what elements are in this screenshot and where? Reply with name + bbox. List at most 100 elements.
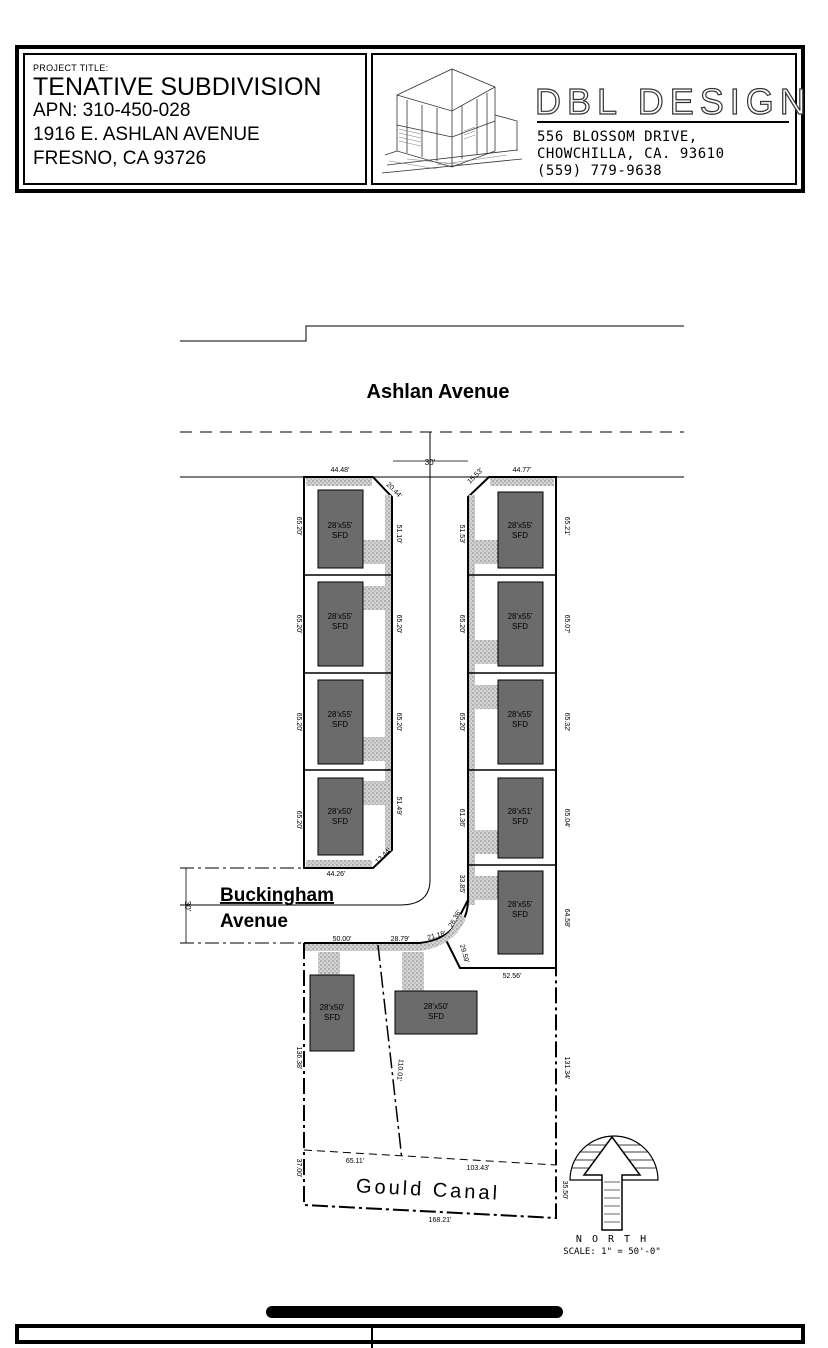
firm-panel: DBL DESIGN 556 BLOSSOM DRIVE, CHOWCHILLA…	[371, 53, 806, 185]
north-label: N O R T H	[576, 1234, 648, 1245]
dim-right-lot5-outer: 64.58'	[563, 909, 570, 928]
project-address-line2: FRESNO, CA 93726	[33, 148, 207, 169]
buckingham-width-dim: 30'	[183, 901, 192, 912]
south-divider-line	[377, 944, 403, 1161]
dim-left-lot4-inner: 51.49'	[395, 797, 402, 816]
title-block: PROJECT TITLE: TENATIVE SUBDIVISION APN:…	[15, 45, 806, 193]
dim-left-bottom-corner: 13.44'	[374, 847, 392, 865]
dim-south-mid-line: 110.01'	[395, 1059, 404, 1082]
driveway	[475, 876, 498, 900]
dim-right-lot1-outer: 65.21'	[563, 517, 570, 536]
driveway	[318, 952, 340, 975]
interior-road-centerline	[180, 432, 431, 906]
dim-canal-seg2: 103.43'	[467, 1165, 490, 1172]
building-type: SFD	[428, 1012, 444, 1021]
driveway	[363, 540, 385, 564]
building-type: SFD	[332, 720, 348, 729]
dim-top-right-width: 44.77'	[513, 467, 532, 474]
building-footprint	[497, 870, 544, 955]
building-type: SFD	[324, 1013, 340, 1022]
dim-left-lot2-outer: 65.20'	[295, 615, 302, 634]
lot-right-3: 28'x55' SFD	[497, 679, 544, 765]
lot-left-3: 28'x55' SFD	[317, 679, 364, 765]
building-size: 28'x51'	[508, 807, 533, 816]
dim-right-lot1-inner: 51.53'	[458, 525, 465, 544]
dim-right-lot5-inner: 33.85'	[458, 875, 465, 894]
dim-canal-seg1: 65.11'	[346, 1158, 364, 1165]
lot-south-1: 28'x50' SFD	[309, 974, 355, 1052]
dim-south-frontage1: 50.00'	[333, 936, 352, 943]
dim-right-lot3-outer: 65.32'	[563, 713, 570, 732]
building-type: SFD	[512, 817, 528, 826]
scale-label: SCALE: 1" = 50'-0"	[563, 1247, 661, 1257]
gould-canal-label: Gould Canal	[355, 1175, 500, 1205]
buckingham-label-line2: Avenue	[220, 911, 288, 932]
logo-rule	[537, 121, 789, 123]
driveway	[402, 952, 424, 992]
lot-right-1: 28'x55' SFD	[497, 491, 544, 569]
driveway	[475, 540, 498, 564]
driveway	[475, 685, 498, 709]
building-size: 28'x55'	[508, 612, 533, 621]
driveway	[475, 830, 498, 854]
south-parcel-outline	[303, 943, 557, 1220]
building-footprint	[317, 679, 364, 765]
dim-south-right-depth: 131.34'	[563, 1057, 570, 1080]
ashlan-north-edge	[180, 325, 684, 342]
building-footprint	[317, 777, 364, 856]
building-footprint	[497, 581, 544, 667]
left-bottom-sidewalk	[306, 860, 372, 867]
building-size: 28'x55'	[328, 710, 353, 719]
dim-left-bottom-width: 44.26'	[327, 871, 346, 878]
building-type: SFD	[512, 622, 528, 631]
lot-right-2: 28'x55' SFD	[497, 581, 544, 667]
building-size: 28'x55'	[508, 900, 533, 909]
building-footprint	[394, 990, 478, 1035]
project-address-line1: 1916 E. ASHLAN AVENUE	[33, 124, 260, 145]
driveway	[475, 640, 498, 664]
ashlan-avenue-label: Ashlan Avenue	[367, 381, 510, 403]
road-width-dim: 30'	[425, 458, 436, 467]
dim-canal-bottom: 168.21'	[429, 1217, 452, 1224]
building-footprint	[309, 974, 355, 1052]
building-type: SFD	[332, 531, 348, 540]
firm-address1: 556 BLOSSOM DRIVE,	[537, 129, 698, 145]
dim-left-lot3-outer: 65.20'	[295, 713, 302, 732]
dim-right-lot3-inner: 65.20'	[458, 713, 465, 732]
building-sketch-logo	[381, 68, 523, 174]
dim-right-lot2-inner: 65.20'	[458, 615, 465, 634]
building-type: SFD	[332, 817, 348, 826]
building-footprint	[497, 777, 544, 859]
dim-top-left-width: 44.48'	[331, 467, 350, 474]
lot-south-2: 28'x50' SFD	[394, 990, 478, 1035]
dim-left-lot1-outer: 65.20'	[295, 517, 302, 536]
lot-left-4: 28'x50' SFD	[317, 777, 364, 856]
next-title-block-divider	[371, 1328, 373, 1348]
building-footprint	[497, 679, 544, 765]
dim-right-lot4-inner: 61.36'	[458, 809, 465, 828]
building-size: 28'x55'	[328, 612, 353, 621]
dim-right-lot2-outer: 65.07'	[563, 615, 570, 634]
canal-north-edge	[303, 1149, 557, 1166]
dim-left-lot1-inner: 51.10'	[395, 525, 402, 544]
dim-right-lot5-bottom: 52.56'	[503, 973, 522, 980]
building-size: 28'x55'	[508, 521, 533, 530]
driveway	[363, 781, 385, 805]
firm-phone: (559) 779-9638	[537, 163, 663, 179]
building-size: 28'x55'	[508, 710, 533, 719]
building-footprint	[317, 489, 364, 569]
dim-left-lot2-inner: 65.20'	[395, 615, 402, 634]
dim-south-left-depth: 136.38'	[295, 1047, 302, 1070]
home-indicator[interactable]	[266, 1306, 563, 1318]
project-apn: APN: 310-450-028	[33, 100, 191, 121]
right-side-sidewalk	[469, 495, 475, 905]
dim-canal-left: 37.00'	[295, 1159, 302, 1178]
buckingham-label-line1: Buckingham	[220, 885, 334, 906]
building-size: 28'x55'	[328, 521, 353, 530]
dim-curve-c: 29.59'	[458, 944, 470, 964]
dim-left-lot4-outer: 65.20'	[295, 811, 302, 830]
building-size: 28'x50'	[320, 1003, 345, 1012]
north-arrow-icon	[569, 1135, 659, 1231]
dim-left-lot3-inner: 65.20'	[395, 713, 402, 732]
